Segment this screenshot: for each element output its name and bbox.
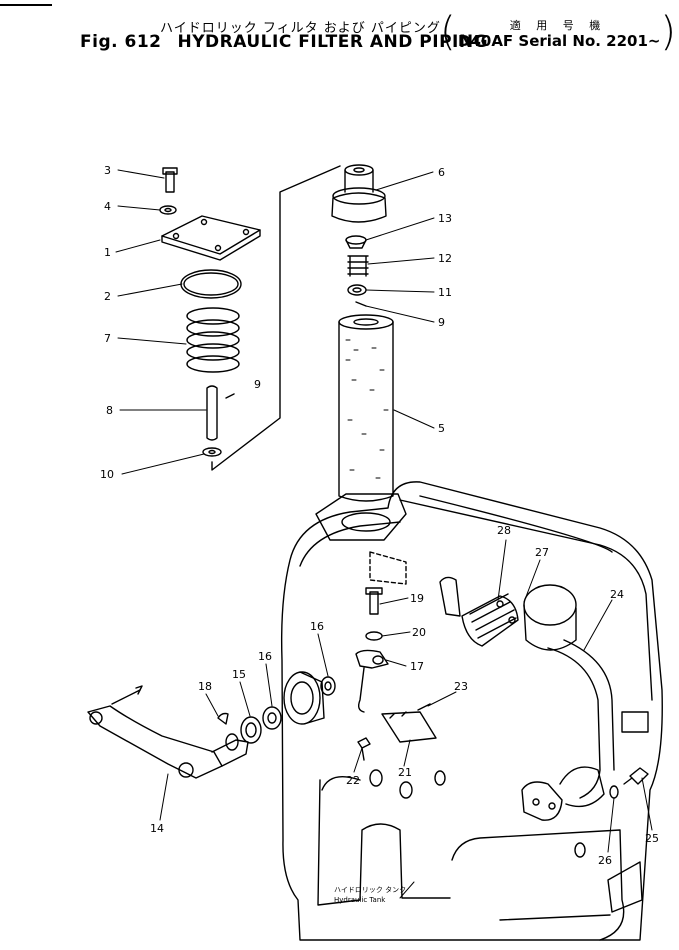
figure-label: Fig. 612 — [80, 32, 162, 52]
callout-23: 23 — [454, 680, 468, 693]
tank-caption-japanese: ハイドロリック タンク — [334, 885, 406, 894]
callout-9-left: 9 — [254, 378, 261, 391]
callout-1: 1 — [104, 246, 111, 259]
header-rule — [0, 4, 52, 6]
callout-10: 10 — [100, 468, 114, 481]
title-english: Fig. 612 HYDRAULIC FILTER AND PIPING — [80, 32, 488, 52]
lever-group — [87, 587, 437, 779]
tank-caption: ハイドロリック タンク Hydraulic Tank — [334, 885, 406, 904]
callout-11: 11 — [438, 286, 452, 299]
callout-25: 25 — [645, 832, 659, 845]
valve-assembly — [331, 164, 387, 307]
callout-27: 27 — [535, 546, 549, 559]
callout-19: 19 — [410, 592, 424, 605]
callout-26: 26 — [598, 854, 612, 867]
right-paren: ) — [660, 9, 676, 55]
callout-24: 24 — [610, 588, 624, 601]
callout-9-right: 9 — [438, 316, 445, 329]
callout-3: 3 — [104, 164, 111, 177]
callout-6: 6 — [438, 166, 445, 179]
callout-15: 15 — [232, 668, 246, 681]
callout-2: 2 — [104, 290, 111, 303]
part-callouts: 3 4 1 2 7 8 9 10 6 13 12 11 9 5 28 27 24… — [100, 164, 659, 867]
tank-caption-english: Hydraulic Tank — [334, 896, 386, 904]
callout-17: 17 — [410, 660, 424, 673]
callout-20: 20 — [412, 626, 426, 639]
callout-14: 14 — [150, 822, 164, 835]
callout-5: 5 — [438, 422, 445, 435]
left-paren: ( — [440, 9, 456, 55]
callout-22: 22 — [346, 774, 360, 787]
callout-21: 21 — [398, 766, 412, 779]
figure-title: HYDRAULIC FILTER AND PIPING — [177, 32, 489, 52]
applicability-japanese: 適 用 号 機 — [509, 19, 607, 32]
leader-lines — [115, 169, 653, 899]
callout-13: 13 — [438, 212, 452, 225]
callout-8: 8 — [106, 404, 113, 417]
cover-group — [159, 165, 341, 471]
callout-16-lower: 16 — [258, 650, 272, 663]
callout-12: 12 — [438, 252, 452, 265]
callout-18: 18 — [198, 680, 212, 693]
callout-7: 7 — [104, 332, 111, 345]
pipe-fittings — [461, 593, 649, 799]
filter-element — [315, 314, 407, 541]
hydraulic-tank — [280, 481, 663, 941]
title-japanese: ハイドロリック フィルタ および パイピング — [160, 21, 441, 36]
callout-16-upper: 16 — [310, 620, 324, 633]
filter-perforations — [345, 339, 389, 479]
applicability-serial: D40AF Serial No. 2201~ — [458, 32, 661, 50]
callout-28: 28 — [497, 524, 511, 537]
callout-4: 4 — [104, 200, 111, 213]
applicability-block: ( 適 用 号 機 D40AF Serial No. 2201~ ) — [440, 10, 676, 58]
